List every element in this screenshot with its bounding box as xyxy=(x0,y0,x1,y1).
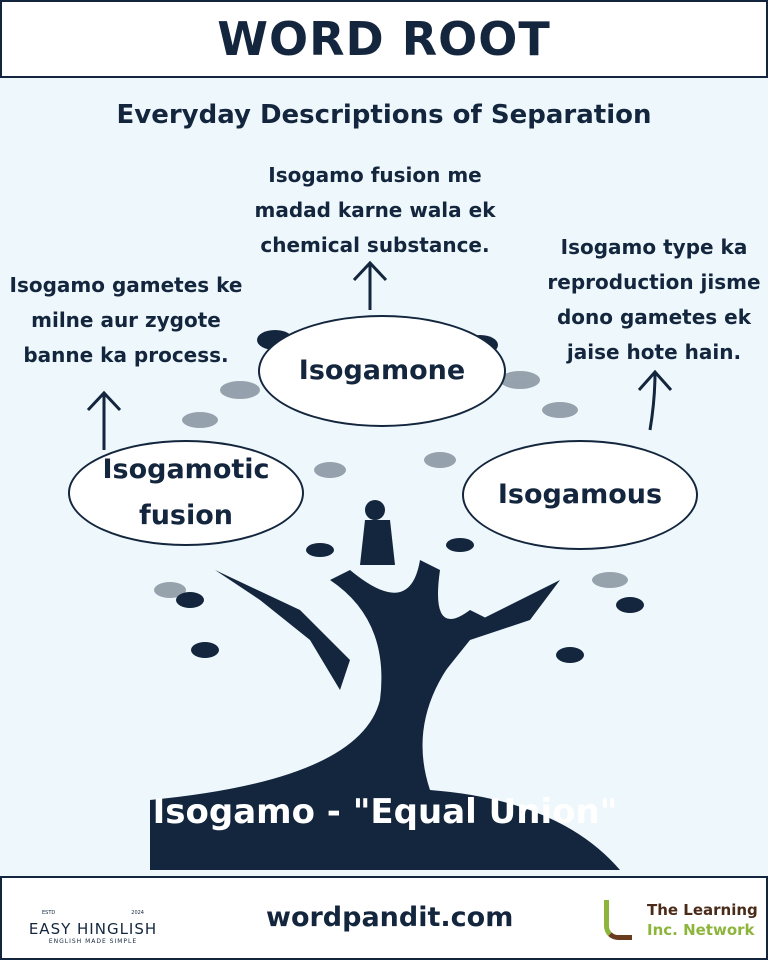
description-isogamous: Isogamo type ka reproduction jisme dono … xyxy=(547,235,761,364)
subtitle: Everyday Descriptions of Separation xyxy=(116,100,652,130)
estd-label: ESTD xyxy=(42,910,56,916)
brand-line2: Inc. Network xyxy=(647,921,755,939)
description-isogamone: Isogamo fusion me madad karne wala ek ch… xyxy=(254,163,496,257)
brand-name: EASY HINGLISH xyxy=(28,920,158,938)
cloud-isogamotic-fusion: Isogamotic fusion xyxy=(68,440,304,546)
site-link[interactable]: wordpandit.com xyxy=(266,902,514,933)
footer: ESTD 2024 EASY HINGLISH ENGLISH MADE SIM… xyxy=(0,876,768,960)
root-label: Isogamo - "Equal Union" xyxy=(152,792,618,832)
year-label: 2024 xyxy=(131,910,144,916)
learning-network-logo-icon xyxy=(604,900,632,940)
brand-tagline: ENGLISH MADE SIMPLE xyxy=(48,938,138,945)
learning-network-logo: The Learning Inc. Network xyxy=(647,900,758,940)
page-title: WORD ROOT xyxy=(0,0,768,78)
easy-hinglish-logo: ESTD 2024 EASY HINGLISH ENGLISH MADE SIM… xyxy=(28,898,158,945)
brand-line1: The Learning xyxy=(647,901,758,919)
cloud-isogamous: Isogamous xyxy=(462,440,698,550)
cloud-isogamone: Isogamone xyxy=(258,315,506,427)
description-isogamotic-fusion: Isogamo gametes ke milne aur zygote bann… xyxy=(9,273,243,367)
